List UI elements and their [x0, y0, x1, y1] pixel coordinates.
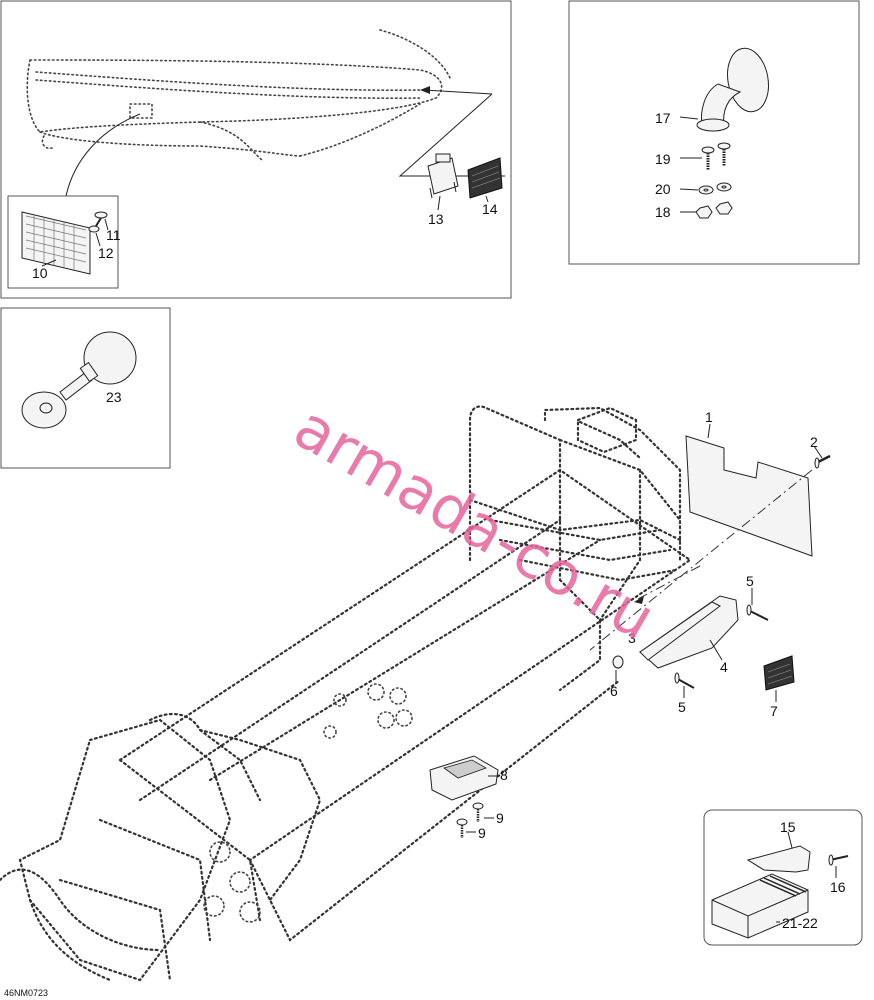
- callout-15: 15: [780, 819, 796, 835]
- chassis-drawing: [0, 405, 692, 982]
- inset-tool-bag: 15 16 21-22: [703, 809, 863, 946]
- arrow-head: [634, 596, 644, 604]
- nut-icon: [695, 201, 733, 219]
- assembly-centerline-2: [635, 565, 701, 601]
- leader-arrow: [423, 89, 493, 95]
- callout-18: 18: [655, 204, 671, 220]
- chassis-holes: [203, 683, 413, 923]
- callout-23: 23: [106, 389, 122, 405]
- callout-12: 12: [98, 245, 114, 261]
- callout-2: 2: [810, 434, 818, 450]
- callout-14: 14: [482, 201, 498, 217]
- callout-13: 13: [428, 211, 444, 227]
- reflector-icon: [763, 655, 795, 691]
- reflector-icon: [467, 157, 503, 199]
- callout-11: 11: [106, 227, 121, 243]
- callout-9-left: 9: [478, 825, 486, 841]
- callout-8: 8: [500, 767, 508, 783]
- callout-17: 17: [655, 110, 671, 126]
- tool-bag-icon: [711, 873, 809, 939]
- rivet-icon: [746, 604, 769, 621]
- callout-5-bottom: 5: [678, 699, 686, 715]
- callout-3: 3: [628, 630, 636, 646]
- snow-flap-icon: [685, 435, 813, 557]
- inset-hood-reflectors: 11 12 10 13 14: [0, 0, 512, 299]
- inset-horn: 23: [0, 307, 171, 469]
- horn-icon: [21, 331, 137, 429]
- cover-plate-icon: [429, 755, 499, 801]
- rivet-icon: [828, 854, 849, 866]
- inset-frame-mirror: [568, 0, 860, 265]
- callout-5-top: 5: [746, 573, 754, 589]
- callout-21-22: 21-22: [782, 915, 818, 931]
- hood-outline: [26, 29, 451, 161]
- bracket-icon: [427, 153, 459, 199]
- inset-frame-reflector: [7, 195, 119, 289]
- callout-1: 1: [705, 409, 713, 425]
- watermark: armada-co.ru: [283, 392, 667, 654]
- assembly-centerline: [589, 469, 813, 651]
- washer-icon: [698, 182, 732, 195]
- callout-4: 4: [720, 659, 728, 675]
- leader-hood-reflector: [65, 113, 141, 197]
- callout-9-right: 9: [496, 810, 504, 826]
- callout-19: 19: [655, 151, 671, 167]
- bracket-icon: [746, 845, 811, 873]
- washer-icon: [88, 225, 100, 233]
- callout-16: 16: [830, 879, 846, 895]
- rivet-icon: [814, 454, 831, 469]
- washer-icon: [612, 655, 624, 669]
- rivet-icon: [674, 672, 695, 689]
- callout-6: 6: [610, 683, 618, 699]
- flap-support-icon: [639, 595, 739, 669]
- reflector-icon: [21, 211, 91, 275]
- arrow-head: [420, 86, 430, 94]
- screw-icon: [701, 142, 731, 170]
- screw-icon: [94, 211, 108, 227]
- inset-frame-bag: [703, 809, 863, 946]
- drawing-code: 46NM0723: [4, 988, 48, 998]
- inset-frame-horn: [0, 307, 171, 469]
- inset-frame-hood: [0, 0, 512, 299]
- screw-icon: [456, 802, 484, 838]
- callout-7: 7: [770, 703, 778, 719]
- callout-20: 20: [655, 181, 671, 197]
- callout-10: 10: [32, 265, 48, 281]
- mirror-icon: [696, 47, 769, 132]
- inset-mirror: 17 19 20 18: [568, 0, 860, 265]
